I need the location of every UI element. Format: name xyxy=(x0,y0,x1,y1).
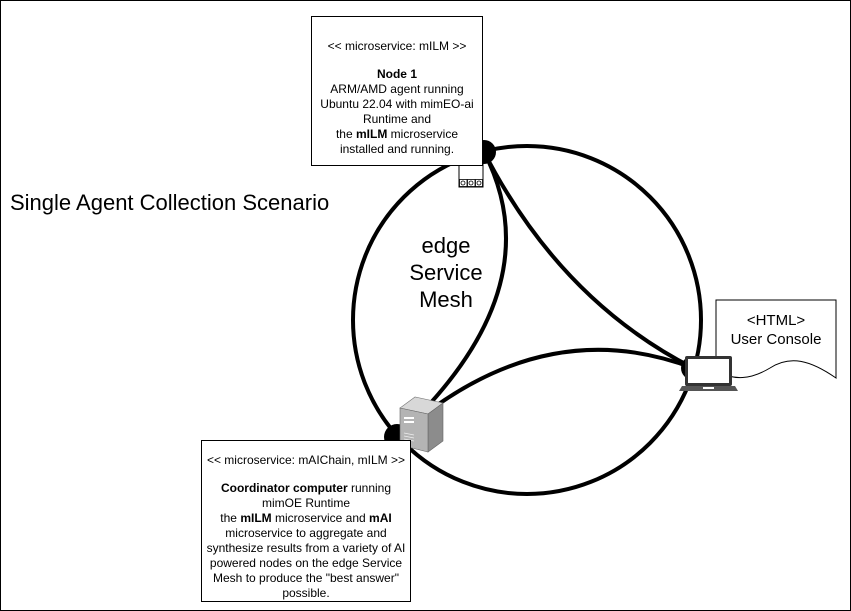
node1-description-box: << microservice: mILM >> Node 1 ARM/AMD … xyxy=(311,16,483,166)
node1-stereotype: << microservice: mILM >> xyxy=(327,39,467,53)
mesh-label-line: Mesh xyxy=(419,287,473,312)
user-console-label: <HTML> User Console xyxy=(716,311,836,349)
coordinator-line: possible. xyxy=(282,586,330,600)
coordinator-stereotype: << microservice: mAIChain, mILM >> xyxy=(206,453,406,467)
link-node1-console xyxy=(482,151,694,370)
laptop-icon xyxy=(679,356,738,391)
node1-line: Ubuntu 22.04 with mimEO-ai xyxy=(320,97,474,111)
coordinator-line: the mILM microservice and mAI xyxy=(220,511,392,525)
node1-line: the mILM microservice xyxy=(335,127,459,141)
diagram-title: Single Agent Collection Scenario xyxy=(10,190,330,215)
coordinator-line: Mesh to produce the "best answer" xyxy=(213,571,399,585)
coordinator-description-box: << microservice: mAIChain, mILM >> Coord… xyxy=(201,440,411,602)
coordinator-line: synthesize results from a variety of AI xyxy=(206,541,406,555)
service-mesh-label: edge Service Mesh xyxy=(395,232,497,313)
coordinator-heading: Coordinator computer running xyxy=(220,481,392,495)
console-line: <HTML> xyxy=(746,312,806,329)
link-node1-console-2 xyxy=(484,152,693,368)
node1-line: ARM/AMD agent running xyxy=(330,82,464,96)
node1-heading: Node 1 xyxy=(376,67,417,81)
coordinator-line: mimOE Runtime xyxy=(261,496,350,510)
mesh-label-line: Service xyxy=(409,260,483,285)
node1-line: Runtime and xyxy=(362,112,432,126)
coordinator-line: powered nodes on the edge Service xyxy=(209,556,403,570)
service-mesh-circle xyxy=(351,144,703,496)
link-node1-coordinator xyxy=(395,151,509,439)
console-line: User Console xyxy=(730,331,822,348)
coordinator-line: microservice to aggregate and xyxy=(225,526,387,540)
mesh-label-line: edge xyxy=(421,233,471,258)
node1-line: installed and running. xyxy=(339,142,455,156)
